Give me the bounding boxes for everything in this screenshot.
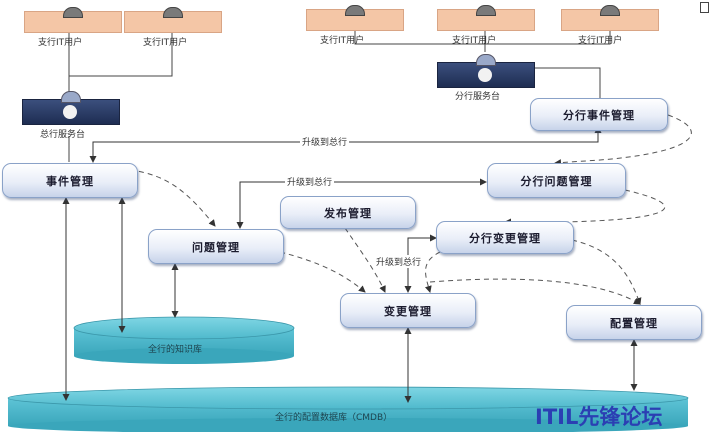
it-user-hq-1-label: 支行IT用户	[38, 38, 83, 48]
dash-incident-to-problem	[129, 169, 216, 227]
it-user-branch-2-label: 支行IT用户	[452, 36, 497, 46]
it-user-branch-3	[561, 5, 659, 31]
user-head-icon	[63, 7, 83, 18]
monitor-icon	[478, 68, 492, 82]
watermark-logo: ITIL先锋论坛	[535, 405, 663, 429]
arrow-escalate-change	[404, 234, 437, 293]
branch-change-management-box: 分行变更管理	[436, 221, 574, 254]
it-user-hq-2-label: 支行IT用户	[143, 38, 188, 48]
escalation-label-change: 升级到总行	[374, 255, 424, 268]
it-user-hq-2	[124, 7, 222, 33]
incident-management-box: 事件管理	[2, 163, 138, 198]
it-user-branch-1-label: 支行IT用户	[320, 36, 365, 46]
line-branch-desk-to-incident	[532, 67, 601, 100]
it-user-branch-2	[437, 5, 535, 31]
cmdb-cylinder	[7, 386, 689, 432]
user-head-icon	[476, 5, 496, 16]
line-br-users	[354, 30, 611, 45]
escalation-label-problem: 升级到总行	[285, 175, 335, 188]
branch-service-desk-label: 分行服务台	[455, 92, 501, 102]
monitor-icon	[63, 105, 77, 119]
cmdb-label: 全行的配置数据库（CMDB）	[275, 413, 393, 423]
dash-branch-problem-to-change	[504, 189, 666, 226]
branch-service-desk	[437, 54, 535, 88]
user-head-icon	[345, 5, 365, 16]
line-user2-to-hq	[69, 33, 173, 77]
it-user-hq-1	[24, 7, 122, 33]
agent-head-icon	[61, 91, 81, 103]
branch-incident-management-box: 分行事件管理	[530, 98, 668, 131]
change-management-box: 变更管理	[340, 293, 476, 328]
user-head-icon	[600, 5, 620, 16]
corner-mark	[700, 2, 709, 13]
dash-problem-to-change	[279, 251, 366, 293]
config-management-box: 配置管理	[566, 305, 702, 340]
release-management-box: 发布管理	[280, 196, 416, 229]
branch-problem-management-box: 分行问题管理	[487, 163, 626, 198]
knowledge-base-cylinder	[73, 316, 295, 364]
dash-branch-change-to-change	[424, 251, 441, 293]
knowledge-base-label: 全行的知识库	[148, 345, 203, 355]
it-user-branch-3-label: 支行IT用户	[578, 36, 623, 46]
escalation-label-incident: 升级到总行	[300, 135, 350, 148]
hq-service-desk	[22, 91, 120, 125]
it-user-branch-1	[306, 5, 404, 31]
dash-branch-change-to-config	[571, 239, 642, 305]
problem-management-box: 问题管理	[148, 229, 284, 264]
hq-service-desk-label: 总行服务台	[40, 130, 86, 140]
agent-head-icon	[476, 54, 496, 66]
user-head-icon	[163, 7, 183, 18]
arrow-escalate-problem	[236, 178, 487, 229]
dash-release-to-change	[344, 227, 386, 293]
dash-branch-incident-to-problem	[554, 114, 692, 167]
